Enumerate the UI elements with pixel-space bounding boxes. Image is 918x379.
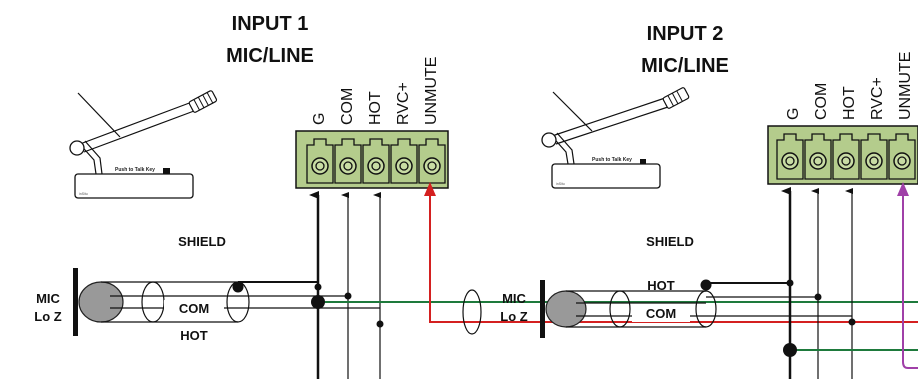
input-2-screw (804, 133, 832, 180)
ground-bus-joint (311, 295, 325, 309)
input-1-pin-g: G (311, 113, 328, 125)
input-2-mic-capsule (540, 280, 587, 338)
input-1-com-label: COM (179, 301, 209, 316)
unmute-wire-purple (897, 182, 918, 369)
input-2-screw (888, 133, 916, 180)
input-2-shield-joint (700, 279, 712, 291)
input-2-ground-joint (783, 343, 797, 357)
input-1-shield-joint (232, 281, 244, 293)
input-2-ptt-label: Push to Talk Key (592, 157, 632, 163)
input-2-brand-label: inSitu (556, 182, 565, 186)
input-1-ptt-label: Push to Talk Key (115, 167, 155, 173)
input-1-ptt-microphone: Push to Talk Key inSitu (69, 90, 218, 199)
input-2-pin-unmute: UNMUTE (897, 52, 914, 120)
input-1-mic-type: Lo Z (34, 309, 61, 324)
input-2-terminal-block (767, 125, 918, 185)
input-2-title: INPUT 2 (647, 23, 724, 45)
input-2-hot-label: HOT (647, 278, 675, 293)
input-1-pin-unmute: UNMUTE (423, 57, 440, 125)
input-2-mic-label: MIC (502, 291, 526, 306)
input-1-mic-capsule (73, 268, 124, 336)
input-2-shield-label: SHIELD (646, 234, 694, 249)
input-2-ptt-microphone: Push to Talk Key inSitu (541, 87, 690, 189)
cable-bundle-loop (462, 289, 482, 335)
input-2-cable (566, 282, 852, 328)
input-1-pin-com: COM (339, 88, 356, 125)
input-1-screw (418, 138, 446, 184)
input-1-screw (362, 138, 390, 184)
input-2-com-label: COM (646, 306, 676, 321)
input-1-brand-label: inSitu (79, 192, 88, 196)
input-2-screw (860, 133, 888, 180)
input-1-mic-label: MIC (36, 291, 60, 306)
input-1-cable (101, 281, 380, 323)
input-2-pin-g: G (785, 108, 802, 120)
input-1-screw (334, 138, 362, 184)
unmute-wire-red (424, 182, 918, 323)
input-1-screw (390, 138, 418, 184)
input-1-hot-label: HOT (180, 328, 208, 343)
input-1-pin-hot: HOT (367, 91, 384, 125)
input-1-terminal-block (295, 130, 449, 189)
input-1-pin-rvc: RVC+ (395, 82, 412, 125)
input-2-block: INPUT 2 MIC/LINE G COM HOT RVC+ UNMUTE (500, 23, 918, 379)
input-2-pin-hot: HOT (841, 86, 858, 120)
input-2-screw (832, 133, 860, 180)
input-2-mic-type: Lo Z (500, 309, 527, 324)
input-1-screw (306, 138, 334, 184)
input-1-title: INPUT 1 (232, 13, 309, 35)
input-2-subtitle: MIC/LINE (641, 55, 729, 77)
input-2-screw (776, 133, 804, 180)
input-2-pin-com: COM (813, 83, 830, 120)
input-1-subtitle: MIC/LINE (226, 45, 314, 67)
input-1-shield-label: SHIELD (178, 234, 226, 249)
input-2-pin-rvc: RVC+ (869, 77, 886, 120)
input-1-block: INPUT 1 MIC/LINE G COM HOT RVC+ UNMUTE (34, 13, 449, 379)
